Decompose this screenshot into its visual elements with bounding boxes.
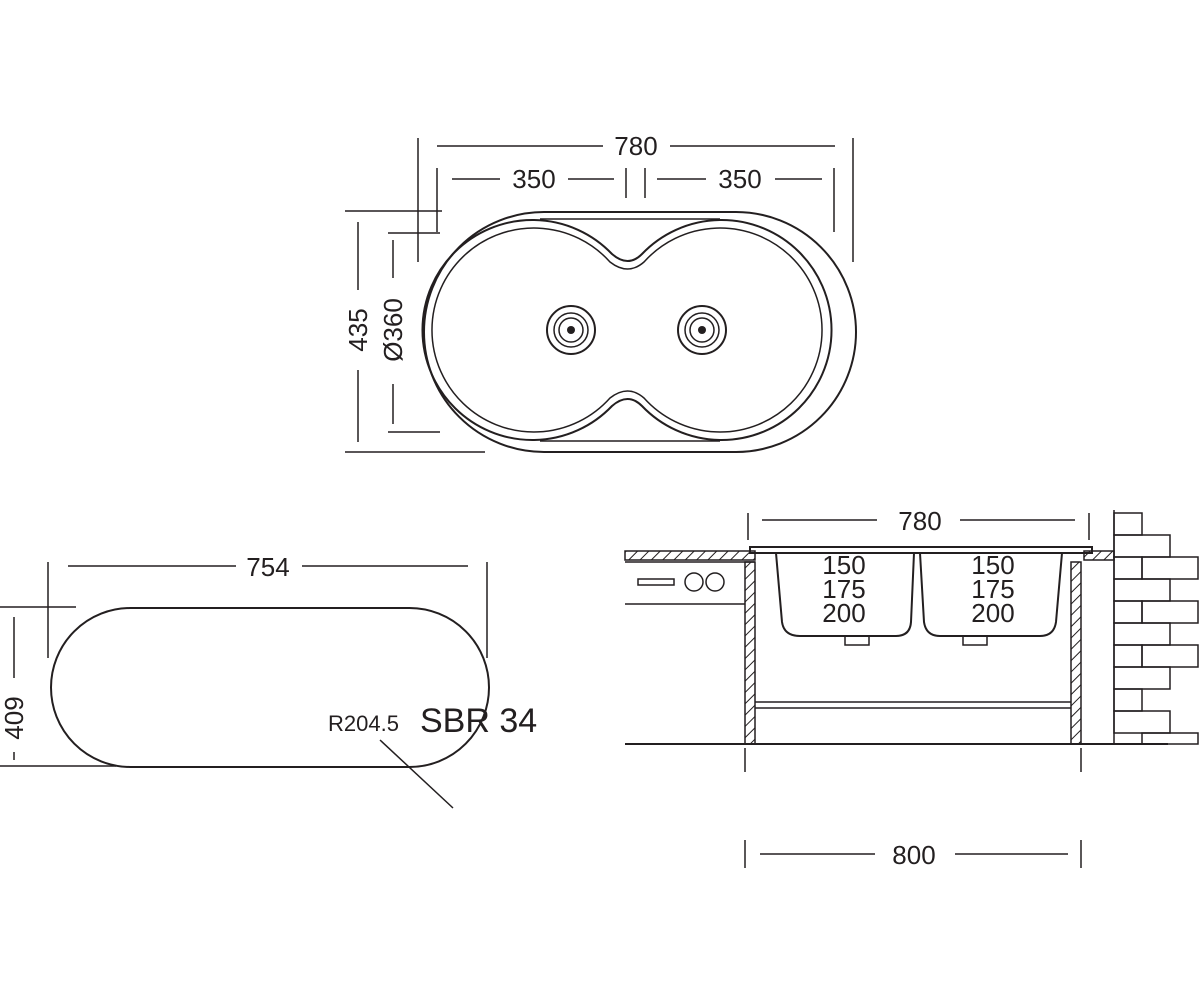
brick (1141, 732, 1199, 745)
dimension-cutout-depth: 409 (0, 696, 29, 739)
bowl-outline-inner (431, 227, 823, 433)
bowl-outline-outer (421, 219, 833, 441)
brick (1113, 578, 1171, 602)
bowl-depth-label: 150 (971, 550, 1014, 580)
brick (1113, 600, 1143, 624)
brick-wall (1113, 510, 1199, 745)
drain-center (567, 326, 575, 334)
brick (1113, 512, 1143, 536)
cutout-view: 754 409 R204.5 SBR 34 (0, 552, 537, 809)
brick (1113, 644, 1143, 668)
bowl-depth-label: 175 (971, 574, 1014, 604)
drain-outlet-right (962, 635, 988, 646)
drain-ring (677, 305, 727, 355)
dimension-bowl-diameter: Ø360 (378, 298, 408, 362)
drain-ring (553, 312, 589, 348)
countertop-left (624, 550, 756, 561)
brick (1113, 556, 1143, 580)
drain-outlet-left (844, 635, 870, 646)
dimension-cabinet-width: 800 (892, 840, 935, 870)
bowls-top (421, 218, 833, 442)
drain-ring (546, 305, 596, 355)
brick (1113, 666, 1171, 690)
brick (1141, 556, 1199, 580)
dimension-bowl-left-width: 350 (512, 164, 555, 194)
bowl-section-right (919, 552, 1063, 637)
radius-leader (379, 739, 454, 809)
cabinet-wall-right (1070, 561, 1082, 745)
brick (1141, 600, 1199, 624)
bowl-depth-label: 175 (822, 574, 865, 604)
knob (705, 572, 725, 592)
sink-outer-rim (423, 211, 857, 453)
cabinet-wall-left (744, 561, 756, 745)
brick (1113, 688, 1143, 712)
brick (1141, 644, 1199, 668)
cutout-outline (50, 607, 490, 768)
drain-left (546, 305, 596, 355)
dimension-overall-width: 780 (614, 131, 657, 161)
brick (1113, 710, 1171, 734)
bowl-depth-label: 200 (971, 598, 1014, 628)
brick (1113, 622, 1171, 646)
bowl-depth-label: 150 (822, 550, 865, 580)
section-view: 780 150 175 200 150 175 200 (624, 506, 1199, 870)
drain-strainer (558, 317, 584, 343)
dimension-overall-depth: 435 (343, 308, 373, 351)
dimension-cutout-radius: R204.5 (328, 711, 399, 736)
model-name: SBR 34 (420, 702, 537, 740)
drain-strainer (689, 317, 715, 343)
knob (684, 572, 704, 592)
brick (1113, 534, 1171, 558)
bowl-depth-label: 200 (822, 598, 865, 628)
dimension-bowl-right-width: 350 (718, 164, 761, 194)
drawer-handle (637, 578, 675, 586)
drain-ring (684, 312, 720, 348)
drain-center (698, 326, 706, 334)
dimension-cutout-width: 754 (246, 552, 289, 582)
top-view: 780 350 350 435 Ø360 (343, 131, 857, 453)
drain-right (677, 305, 727, 355)
dimension-section-width: 780 (898, 506, 941, 536)
sink-rim (749, 546, 1093, 554)
